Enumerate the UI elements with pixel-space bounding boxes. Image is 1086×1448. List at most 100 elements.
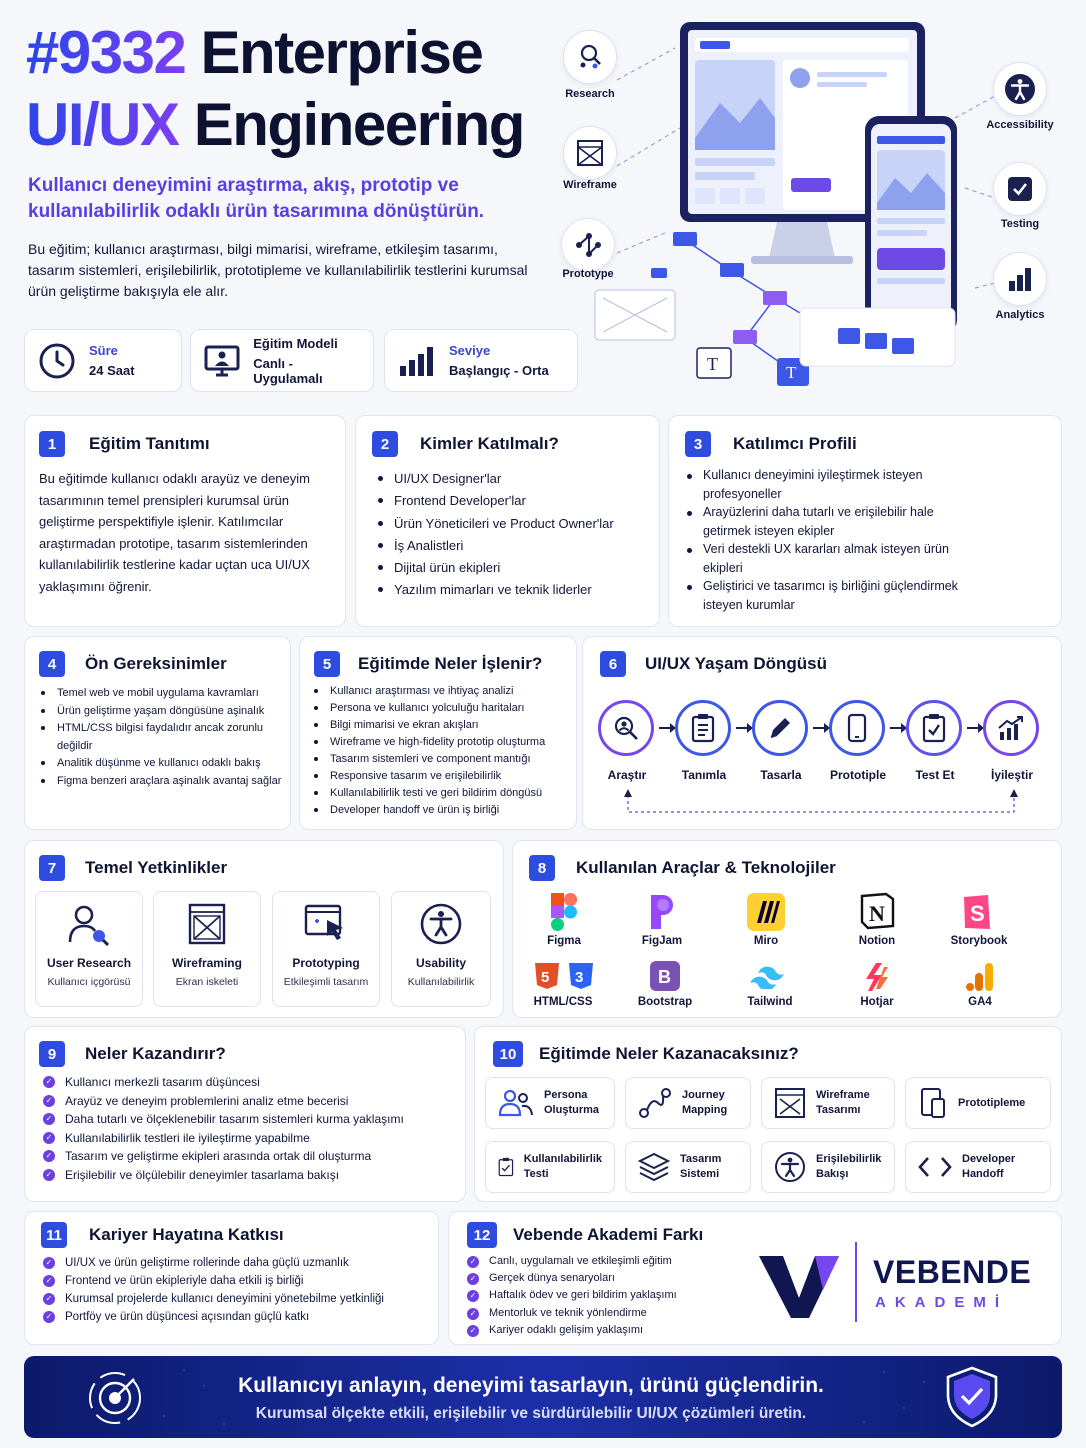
list-item: Frontend ve ürün ekipleriyle daha etkili…: [41, 1272, 436, 1290]
prototype-label: Prototype: [562, 268, 614, 280]
list-item: Tasarım ve geliştirme ekipleri arasında …: [41, 1147, 461, 1166]
gain-label: Persona: [544, 1089, 588, 1101]
svg-text:B: B: [658, 967, 671, 987]
svg-text:N: N: [869, 901, 885, 926]
gain-label: Tasarımı: [816, 1104, 861, 1116]
section-number: 10: [493, 1041, 523, 1067]
prototype-icon: [561, 218, 615, 272]
section-number: 2: [372, 431, 398, 457]
list-item: Geliştirici ve tasarımcı iş birliğini gü…: [683, 577, 983, 614]
accessibility-icon: [392, 902, 490, 950]
career-list: UI/UX ve ürün geliştirme rollerinde daha…: [41, 1254, 436, 1326]
title-engineering: Engineering: [193, 91, 526, 158]
competency-card: Wireframing Ekran iskeleti: [153, 891, 261, 1007]
section-title: Kullanılan Araçlar & Teknolojiler: [576, 858, 836, 877]
user-search-icon: [36, 902, 142, 950]
hero-illustration: T T Research Wireframe Prototype Accessi…: [555, 8, 1080, 398]
clock-icon: [37, 341, 77, 381]
cursor-window-icon: [273, 902, 379, 950]
accessibility-icon: [993, 62, 1047, 116]
list-item: Ürün geliştirme yaşam döngüsüne aşinalık: [37, 703, 285, 721]
lifecycle-step-label: Tanımla: [681, 768, 727, 782]
gain-label: Prototipleme: [958, 1096, 1026, 1109]
list-item: Analitik düşünme ve kullanıcı odaklı bak…: [37, 755, 285, 773]
meta-value: 24 Saat: [89, 363, 135, 378]
list-item: Kullanıcı araştırması ve ihtiyaç analizi: [310, 683, 576, 700]
section-kimler-katilmali: 2 Kimler Katılmalı? UI/UX Designer'lar F…: [355, 415, 660, 627]
section-lifecycle: 6 UI/UX Yaşam Döngüsü Araştır Tanımla Ta…: [582, 636, 1062, 830]
profile-list: Kullanıcı deneyimini iyileştirmek isteye…: [683, 466, 983, 614]
gain-card: Prototipleme: [905, 1077, 1051, 1129]
phone-icon: [829, 700, 885, 756]
section-number: 12: [467, 1222, 497, 1248]
competency-title: User Research: [46, 956, 132, 970]
competency-title: Prototyping: [292, 956, 360, 970]
list-item: Portföy ve ürün düşüncesi açısından güçl…: [41, 1308, 436, 1326]
lifecycle-step-label: Test Et: [915, 768, 955, 782]
accessibility-label: Accessibility: [986, 119, 1054, 131]
footer-subline: Kurumsal ölçekte etkili, erişilebilir ve…: [255, 1405, 807, 1422]
wireframe-icon: [154, 902, 260, 950]
section-number: 3: [685, 431, 711, 457]
meta-training-model: Eğitim Modeli Canlı - Uygulamalı: [190, 329, 374, 392]
section-title: Eğitimde Neler İşlenir?: [358, 654, 543, 673]
list-item: Tasarım sistemleri ve component mantığı: [310, 751, 576, 768]
list-item: Bilgi mimarisi ve ekran akışları: [310, 717, 576, 734]
meta-duration: Süre 24 Saat: [24, 329, 182, 392]
title-enterprise: Enterprise: [200, 19, 484, 86]
wireframe-icon: [775, 1088, 805, 1118]
competency-subtitle: Kullanılabilirlik: [407, 976, 475, 988]
search-user-icon: [598, 700, 654, 756]
pencil-icon: [752, 700, 808, 756]
meta-label: Eğitim Modeli: [253, 335, 338, 351]
section-title: Kimler Katılmalı?: [420, 434, 559, 453]
section-text: Bu eğitimde kullanıcı odaklı arayüz ve d…: [39, 471, 310, 594]
tool-label: Notion: [858, 935, 896, 947]
section-title: Vebende Akademi Farkı: [513, 1225, 704, 1244]
tool-label: Figma: [547, 935, 581, 947]
devices-illustration: T T: [594, 22, 996, 386]
title-line-2: UI/UX Engineering: [26, 90, 526, 160]
list-item: Kullanıcı deneyimini iyileştirmek isteye…: [683, 466, 983, 503]
miro-icon: [747, 893, 785, 936]
list-item: HTML/CSS bilgisi faydalıdır ancak zorunl…: [37, 720, 285, 755]
brand-subtitle: AKADEMİ: [875, 1294, 1008, 1311]
course-number: #9332: [26, 19, 187, 86]
lifecycle-step-label: Prototiple: [830, 768, 886, 782]
competency-title: Usability: [415, 956, 466, 970]
list-item: Temel web ve mobil uygulama kavramları: [37, 685, 285, 703]
testing-label: Testing: [1000, 218, 1040, 230]
list-item: Responsive tasarım ve erişilebilirlik: [310, 768, 576, 785]
list-item: Veri destekli UX kararları almak isteyen…: [683, 540, 983, 577]
title-line-1: #9332 Enterprise: [26, 18, 484, 88]
section-number: 7: [39, 855, 65, 881]
svg-text:S: S: [970, 901, 985, 926]
section-title: Eğitim Tanıtımı: [89, 434, 210, 453]
list-item: Kullanıcı merkezli tasarım düşüncesi: [41, 1073, 461, 1092]
gain-label: Bakışı: [816, 1168, 849, 1180]
section-katilimci-profili: 3 Katılımcı Profili Kullanıcı deneyimini…: [668, 415, 1062, 627]
list-item: Kurumsal projelerde kullanıcı deneyimini…: [41, 1290, 436, 1308]
lifecycle-arrows: [624, 723, 1018, 813]
notion-icon: N: [859, 892, 895, 935]
code-icon: [918, 1157, 952, 1177]
section-title: Eğitimde Neler Kazanacaksınız?: [539, 1044, 799, 1063]
tool-label: Storybook: [950, 935, 1008, 947]
list-item: Persona ve kullanıcı yolculuğu haritalar…: [310, 700, 576, 717]
competency-card: Usability Kullanılabilirlik: [391, 891, 491, 1007]
tool-label: Bootstrap: [637, 996, 693, 1008]
lifecycle-step-label: Araştır: [607, 768, 647, 782]
storybook-icon: S: [962, 893, 992, 936]
gain-label: Erişilebilirlik: [816, 1153, 882, 1165]
list-item: İş Analistleri: [374, 535, 658, 557]
tool-label: Tailwind: [747, 996, 793, 1008]
meta-level: Seviye Başlangıç - Orta: [384, 329, 578, 392]
section-egitim-tanitimi: 1 Eğitim Tanıtımı Bu eğitimde kullanıcı …: [24, 415, 346, 627]
list-item: Daha tutarlı ve ölçeklenebilir tasarım s…: [41, 1110, 461, 1129]
section-temel-yetkinlikler: 7 Temel Yetkinlikler User Research Kulla…: [24, 840, 504, 1018]
